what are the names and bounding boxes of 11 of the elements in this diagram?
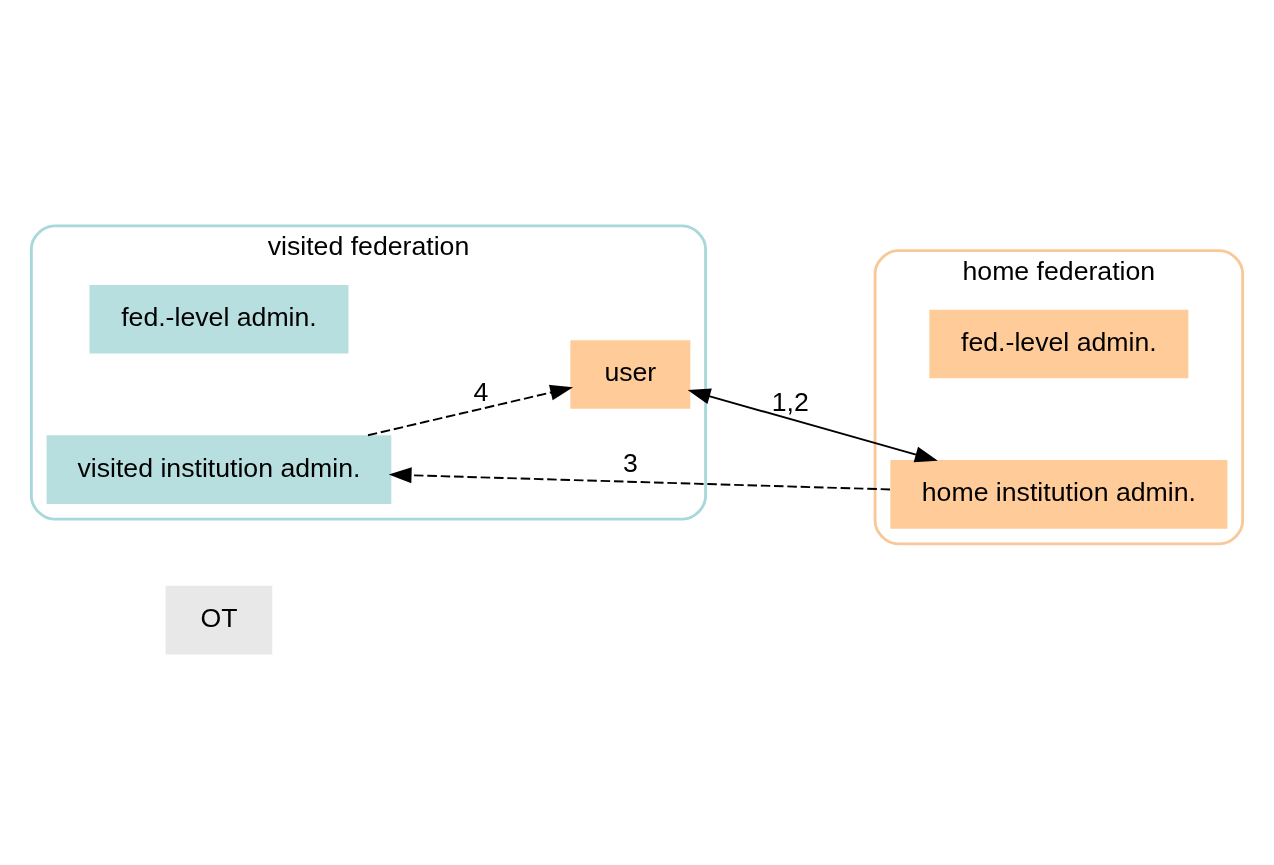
node-box: home institution admin. — [890, 460, 1228, 529]
node-box: visited institution admin. — [46, 435, 392, 504]
edge-label: 3 — [622, 447, 638, 478]
edge-label: 4 — [473, 377, 489, 408]
arrow — [367, 384, 574, 437]
node-box: fed.-level admin. — [89, 284, 349, 354]
node-box: user — [570, 340, 691, 409]
edge-label: 1,2 — [771, 386, 809, 417]
arrow — [388, 467, 891, 491]
arrow — [687, 388, 938, 463]
node-box: fed.-level admin. — [929, 309, 1189, 379]
